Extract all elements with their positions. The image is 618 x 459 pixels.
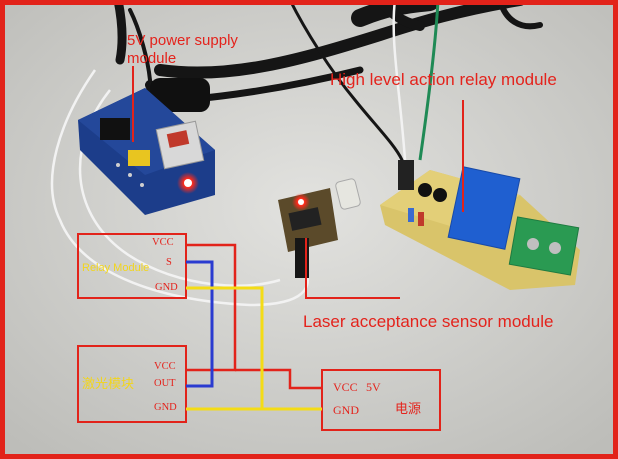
relay-s-pin: S [166, 257, 172, 268]
laser-gnd-pin: GND [154, 402, 177, 413]
relay-gnd-pin: GND [155, 282, 178, 293]
laser-vcc-pin: VCC [154, 361, 176, 372]
power-source-name: 电源 [395, 401, 422, 416]
power-5v-pin: 5V [366, 380, 381, 394]
relay-module-label: High level action relay module [330, 70, 557, 89]
power-gnd-pin: GND [333, 403, 359, 417]
annotation-lines [132, 66, 464, 299]
power-supply-label-line1: 5V power supply [127, 32, 238, 49]
laser-module-name: 激光模块 [82, 376, 135, 391]
power-supply-label-line2: module [127, 50, 177, 67]
relay-board [380, 160, 580, 290]
power-vcc-pin: VCC [333, 380, 358, 394]
laser-sensor-label: Laser acceptance sensor module [303, 312, 554, 331]
power-supply-board [78, 88, 215, 215]
schematic-wires [186, 243, 322, 411]
green-wire [418, 0, 440, 161]
relay-vcc-pin: VCC [152, 237, 174, 248]
schematic-boxes [77, 233, 441, 431]
relay-module-name: Relay Module [82, 262, 150, 274]
laser-out-pin: OUT [154, 378, 176, 389]
barrel-plug [150, 78, 210, 112]
